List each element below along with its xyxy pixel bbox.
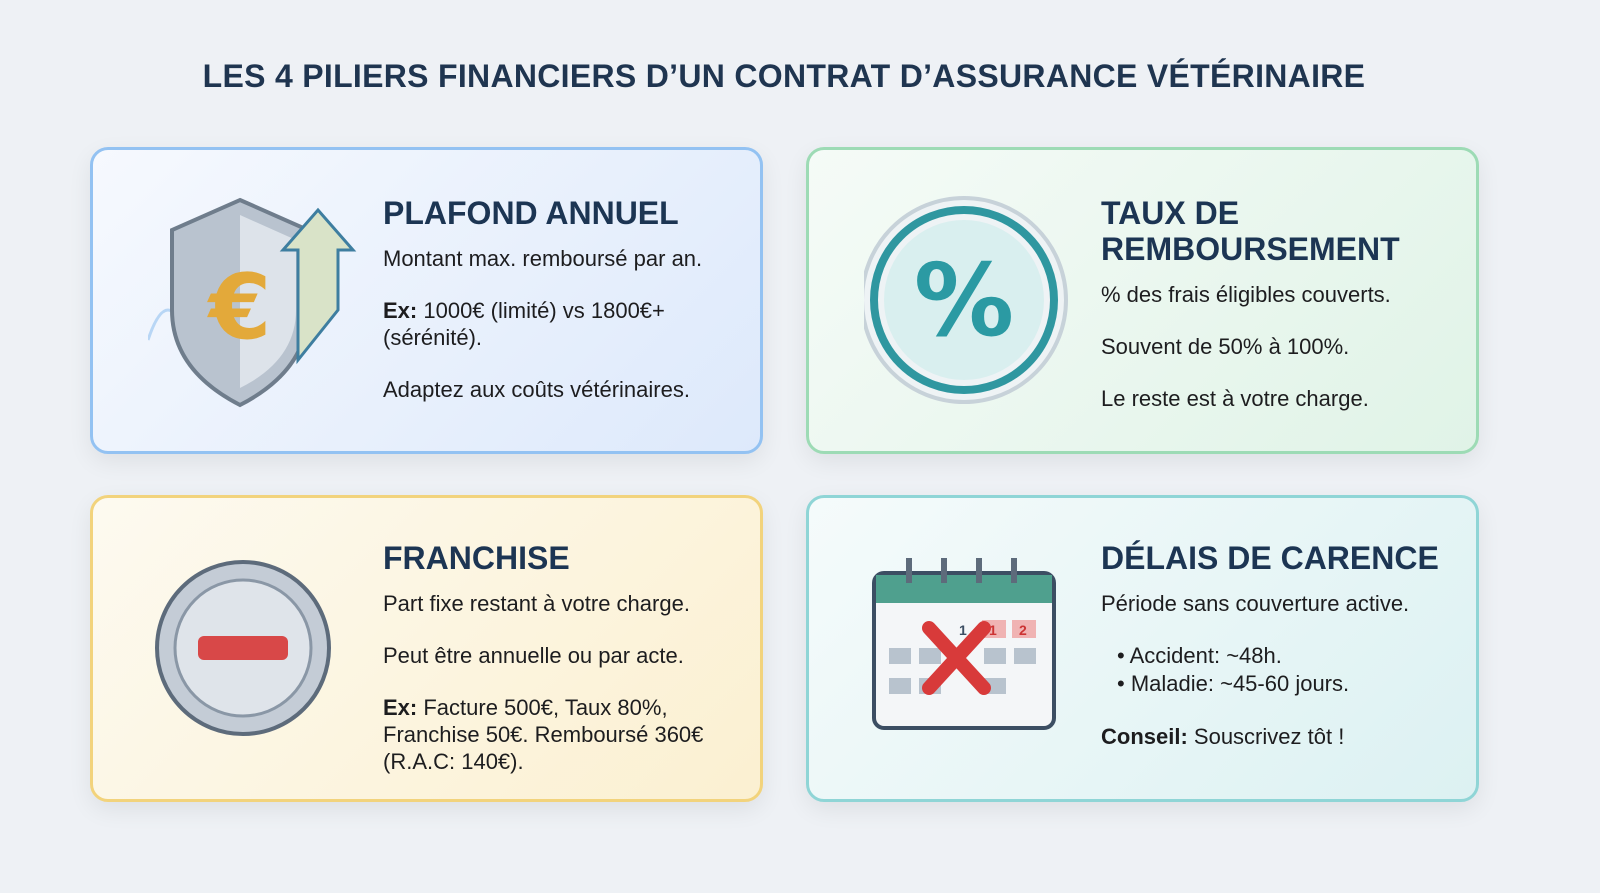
card-franchise: FRANCHISE Part fixe restant à votre char… (90, 495, 763, 802)
example-label: Ex: (383, 298, 418, 323)
card-line: Période sans couverture active. (1101, 591, 1410, 616)
example-text: Facture 500€, Taux 80%, Franchise 50€. R… (383, 695, 704, 774)
card-title: DÉLAIS DE CARENCE (1101, 540, 1439, 576)
calendar-digit: 1 (959, 622, 967, 638)
card-example: Ex: Facture 500€, Taux 80%, Franchise 50… (383, 694, 740, 775)
minus-circle-icon (155, 560, 331, 736)
card-title: FRANCHISE (383, 540, 570, 576)
tip-text: Souscrivez tôt ! (1187, 724, 1345, 749)
page-title: LES 4 PILIERS FINANCIERS D’UN CONTRAT D’… (202, 58, 1366, 94)
card-example: Ex: 1000€ (limité) vs 1800€+ (sérénité). (383, 297, 740, 351)
example-text: 1000€ (limité) vs 1800€+ (sérénité). (383, 298, 665, 350)
card-taux-remboursement: % TAUX DE REMBOURSEMENT % des frais élig… (806, 147, 1479, 454)
svg-text:%: % (914, 242, 1014, 359)
card-line: Adaptez aux coûts vétérinaires. (383, 377, 690, 402)
calendar-digit: 1 (989, 622, 997, 638)
bullet-item: Accident: ~48h. (1117, 642, 1456, 670)
tip-label: Conseil: (1101, 724, 1188, 749)
shield-euro-arrow-icon: € (148, 197, 357, 408)
calendar-x-icon: 1 1 2 (872, 558, 1056, 730)
card-line: Part fixe restant à votre charge. (383, 591, 690, 616)
card-line: Peut être annuelle ou par acte. (383, 643, 684, 668)
bullet-item: Maladie: ~45-60 jours. (1117, 670, 1456, 698)
card-plafond-annuel: € PLAFOND ANNUEL Montant max. remboursé … (90, 147, 763, 454)
percent-badge-icon: % (864, 196, 1068, 404)
card-line: Souvent de 50% à 100%. (1101, 334, 1350, 359)
card-line: Montant max. remboursé par an. (383, 246, 703, 271)
bullet-list: Accident: ~48h. Maladie: ~45-60 jours. (1101, 642, 1456, 698)
calendar-digit: 2 (1019, 622, 1027, 638)
card-delais-carence: 1 1 2 DÉLAIS DE CARENCE Période sans cou… (806, 495, 1479, 802)
card-tip: Conseil: Souscrivez tôt ! (1101, 723, 1456, 750)
svg-text:€: € (207, 255, 272, 360)
card-title: PLAFOND ANNUEL (383, 195, 679, 231)
card-line: % des frais éligibles couverts. (1101, 282, 1391, 307)
card-title: TAUX DE REMBOURSEMENT (1101, 195, 1400, 267)
example-label: Ex: (383, 695, 418, 720)
card-line: Le reste est à votre charge. (1101, 386, 1369, 411)
